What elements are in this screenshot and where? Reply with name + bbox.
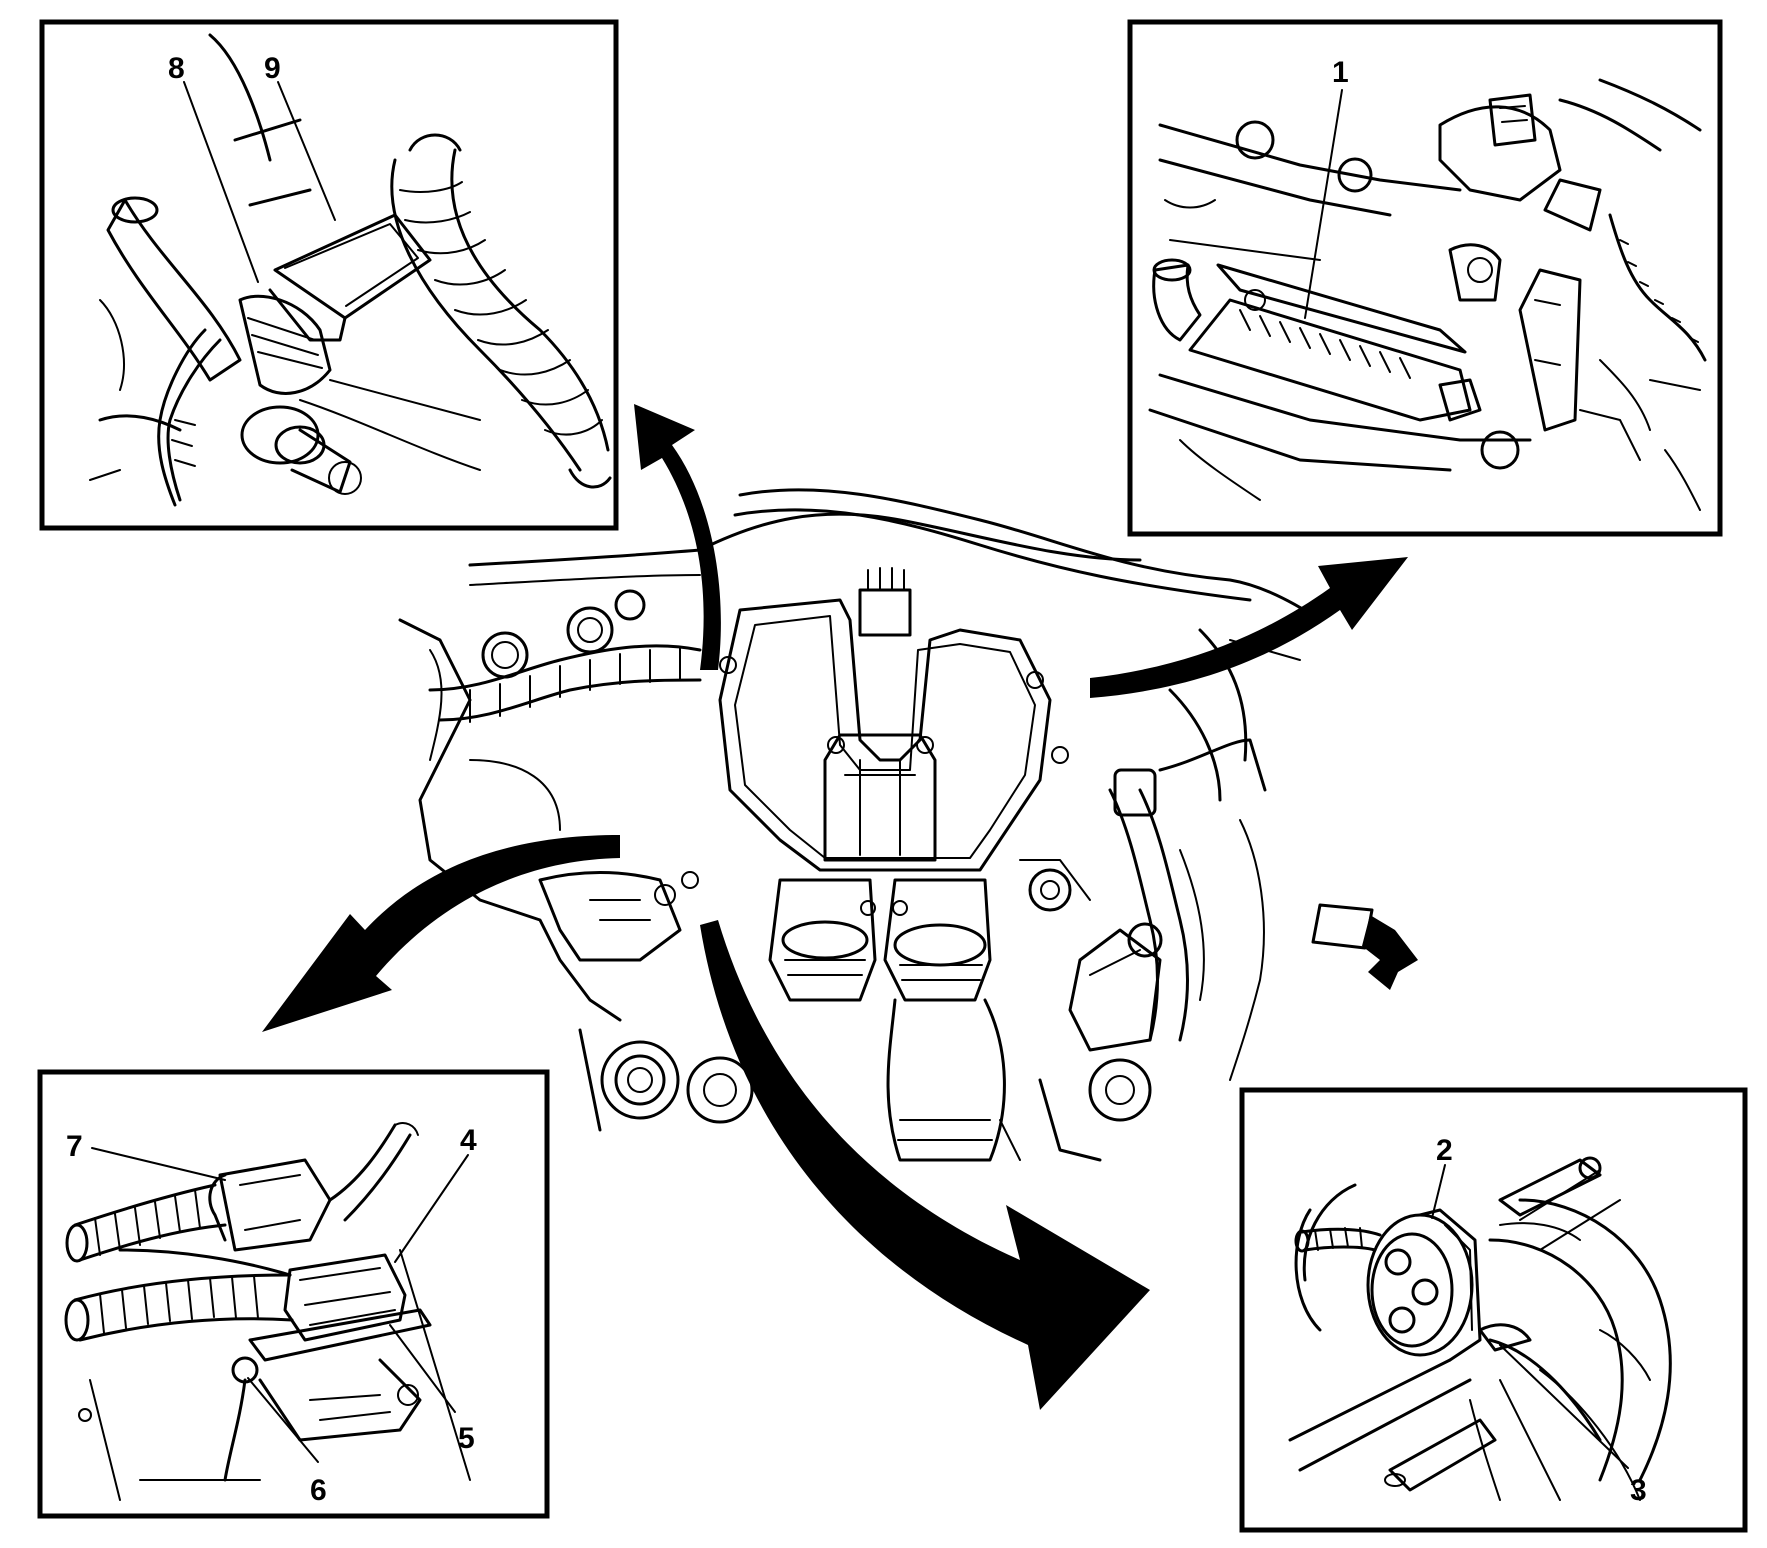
leader-line-2 bbox=[1431, 1164, 1446, 1219]
callout-9: 9 bbox=[264, 52, 281, 85]
callout-5: 5 bbox=[458, 1422, 475, 1455]
callout-2: 2 bbox=[1436, 1134, 1453, 1167]
callout-6: 6 bbox=[310, 1474, 327, 1507]
callout-4: 4 bbox=[460, 1124, 477, 1157]
inset-upper-left-detail bbox=[89, 33, 612, 507]
leader-line-9 bbox=[277, 81, 336, 221]
leader-line-5 bbox=[389, 1324, 456, 1413]
inset-upper-right-detail bbox=[1148, 78, 1707, 511]
leader-line-6 bbox=[247, 1377, 319, 1463]
leader-line-7 bbox=[91, 1147, 226, 1181]
callout-1: 1 bbox=[1332, 56, 1349, 89]
engine-overview bbox=[398, 488, 1322, 1162]
direction-arrows bbox=[262, 404, 1418, 1410]
leader-line-1 bbox=[1304, 89, 1343, 319]
arrow-to-lower-left-inset bbox=[262, 835, 620, 1032]
leader-line-8 bbox=[183, 81, 259, 283]
inset-upper-right: 1 bbox=[1127, 19, 1723, 537]
callout-3: 3 bbox=[1630, 1474, 1647, 1507]
inset-upper-left: 8 9 bbox=[39, 19, 619, 531]
arrow-to-lower-right-inset bbox=[700, 920, 1150, 1410]
inset-lower-right: 2 3 bbox=[1239, 1087, 1748, 1533]
front-indicator-arrow bbox=[1311, 903, 1418, 990]
inset-lower-right-detail bbox=[1288, 1156, 1672, 1501]
callout-8: 8 bbox=[168, 52, 185, 85]
inset-lower-left-detail bbox=[64, 1122, 471, 1501]
arrow-to-upper-right-inset bbox=[1090, 557, 1408, 698]
leader-line-4 bbox=[394, 1154, 469, 1263]
callout-7: 7 bbox=[66, 1130, 83, 1163]
inset-lower-left: 7 4 5 6 bbox=[37, 1069, 550, 1519]
arrow-to-upper-left-inset bbox=[634, 404, 721, 670]
leader-line-3 bbox=[1499, 1344, 1629, 1469]
